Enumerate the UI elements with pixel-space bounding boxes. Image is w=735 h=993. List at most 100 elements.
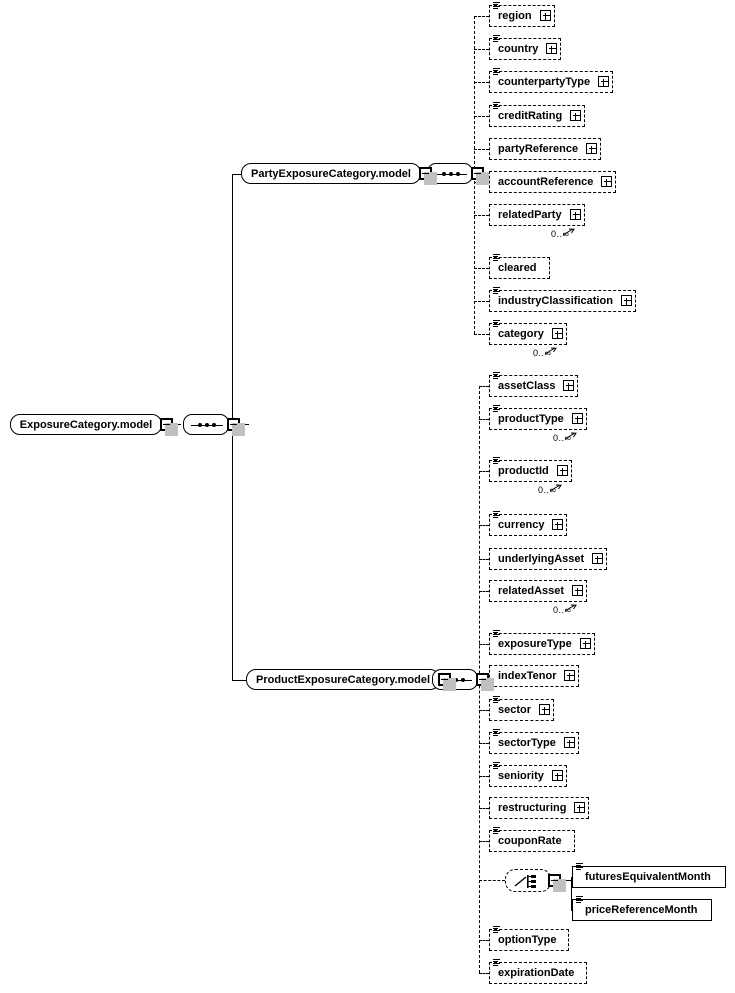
repeat-hook-icon <box>564 600 579 612</box>
schema-element-exposuretype[interactable]: exposureType <box>489 630 598 658</box>
type-icon <box>493 630 501 638</box>
schema-element-seniority[interactable]: seniority <box>489 762 570 790</box>
expand-plus-icon[interactable] <box>621 295 632 306</box>
schema-element-creditrating[interactable]: creditRating <box>489 102 588 130</box>
sequence-dot-2 <box>456 172 460 176</box>
element-label: industryClassification <box>498 295 613 307</box>
sequence-shadow <box>432 168 476 187</box>
schema-element-accountreference[interactable]: accountReference <box>489 171 619 196</box>
expand-plus-icon[interactable] <box>540 10 551 21</box>
expand-plus-icon[interactable] <box>570 209 581 220</box>
schema-element-cleared[interactable]: cleared <box>489 254 553 282</box>
party-collapse-icon[interactable] <box>419 167 437 185</box>
expand-plus-icon[interactable] <box>586 143 597 154</box>
schema-element-region[interactable]: region <box>489 2 558 30</box>
product-collapse-icon[interactable] <box>438 673 456 691</box>
schema-element-sectortype[interactable]: sectorType <box>489 729 582 757</box>
party-child-stub-0 <box>474 16 489 17</box>
element-label: seniority <box>498 770 544 782</box>
schema-element-indextenor[interactable]: indexTenor <box>489 665 582 690</box>
sequence-dot-2 <box>461 678 465 682</box>
type-icon <box>493 729 501 737</box>
expand-plus-icon[interactable] <box>557 465 568 476</box>
product-child-stub-6 <box>479 644 489 645</box>
model-group-exposurecategory.model[interactable]: ExposureCategory.model <box>10 414 165 438</box>
schema-element-industryclassification[interactable]: industryClassification <box>489 287 639 315</box>
party-child-stub-2 <box>474 82 489 83</box>
schema-element-category[interactable]: category <box>489 320 570 348</box>
choice-collapse-icon[interactable] <box>548 874 566 892</box>
expand-plus-icon[interactable] <box>572 413 583 424</box>
expand-plus-icon[interactable] <box>574 802 585 813</box>
schema-element-assetclass[interactable]: assetClass <box>489 372 581 400</box>
choice-compositor-icon[interactable] <box>505 869 554 895</box>
minus-shadow <box>443 678 456 691</box>
expand-plus-icon[interactable] <box>539 704 550 715</box>
occurrence-label: 0..∞ <box>551 229 570 239</box>
expand-plus-icon[interactable] <box>563 380 574 391</box>
type-icon <box>493 696 501 704</box>
element-label: productId <box>498 465 549 477</box>
element-label: partyReference <box>498 143 579 155</box>
model-group-partyexposurecategory.model[interactable]: PartyExposureCategory.model <box>241 163 424 187</box>
element-label: relatedAsset <box>498 585 565 597</box>
root-sequence-collapse-icon[interactable] <box>227 418 245 436</box>
choice-split-line <box>571 877 572 910</box>
expand-plus-icon[interactable] <box>601 176 612 187</box>
sequence-dot-1 <box>205 423 209 427</box>
sequence-compositor-icon[interactable] <box>427 163 476 187</box>
schema-element-futuresequivalentmonth[interactable]: futuresEquivalentMonth <box>572 863 729 891</box>
product-sequence-collapse-icon[interactable] <box>476 673 494 691</box>
sequence-dot-1 <box>449 172 453 176</box>
element-label: couponRate <box>498 835 562 847</box>
product-child-stub-8 <box>479 710 489 711</box>
type-icon <box>493 827 501 835</box>
party-child-stub-4 <box>474 149 489 150</box>
schema-element-underlyingasset[interactable]: underlyingAsset <box>489 548 610 573</box>
party-sibling-stub-1 <box>474 301 489 302</box>
element-label: optionType <box>498 934 557 946</box>
type-icon <box>493 511 501 519</box>
element-label: assetClass <box>498 380 556 392</box>
type-icon <box>493 320 501 328</box>
element-label: country <box>498 43 539 55</box>
model-group-productexposurecategory.model[interactable]: ProductExposureCategory.model <box>246 669 443 693</box>
schema-element-expirationdate[interactable]: expirationDate <box>489 959 590 987</box>
schema-element-couponrate[interactable]: couponRate <box>489 827 578 855</box>
schema-element-pricereferencemonth[interactable]: priceReferenceMonth <box>572 896 715 924</box>
schema-element-country[interactable]: country <box>489 35 564 63</box>
sequence-dot-1 <box>454 678 458 682</box>
party-child-stub-1 <box>474 49 489 50</box>
product-tail-stub-1 <box>479 973 489 974</box>
expand-plus-icon[interactable] <box>552 770 563 781</box>
expand-plus-icon[interactable] <box>552 328 563 339</box>
schema-element-optiontype[interactable]: optionType <box>489 926 572 954</box>
schema-element-productid[interactable]: productId <box>489 457 575 485</box>
schema-element-counterpartytype[interactable]: counterpartyType <box>489 68 616 96</box>
expand-plus-icon[interactable] <box>564 670 575 681</box>
schema-element-sector[interactable]: sector <box>489 696 557 724</box>
schema-element-producttype[interactable]: productType <box>489 405 590 433</box>
model-group-label: ProductExposureCategory.model <box>256 673 430 686</box>
type-icon <box>493 35 501 43</box>
root-collapse-icon[interactable] <box>160 418 178 436</box>
schema-element-relatedasset[interactable]: relatedAsset <box>489 580 590 605</box>
minus-shadow <box>476 172 489 185</box>
schema-element-partyreference[interactable]: partyReference <box>489 138 604 163</box>
product-child-stub-5 <box>479 591 489 592</box>
schema-element-currency[interactable]: currency <box>489 511 570 539</box>
repeat-hook-icon <box>564 428 579 440</box>
expand-plus-icon[interactable] <box>572 585 583 596</box>
schema-element-restructuring[interactable]: restructuring <box>489 797 592 822</box>
schema-element-relatedparty[interactable]: relatedParty <box>489 204 588 229</box>
expand-plus-icon[interactable] <box>564 737 575 748</box>
expand-plus-icon[interactable] <box>580 638 591 649</box>
expand-plus-icon[interactable] <box>598 76 609 87</box>
expand-plus-icon[interactable] <box>546 43 557 54</box>
expand-plus-icon[interactable] <box>552 519 563 530</box>
expand-plus-icon[interactable] <box>570 110 581 121</box>
party-sequence-collapse-icon[interactable] <box>471 167 489 185</box>
expand-plus-icon[interactable] <box>592 553 603 564</box>
sequence-compositor-icon[interactable] <box>183 414 232 438</box>
